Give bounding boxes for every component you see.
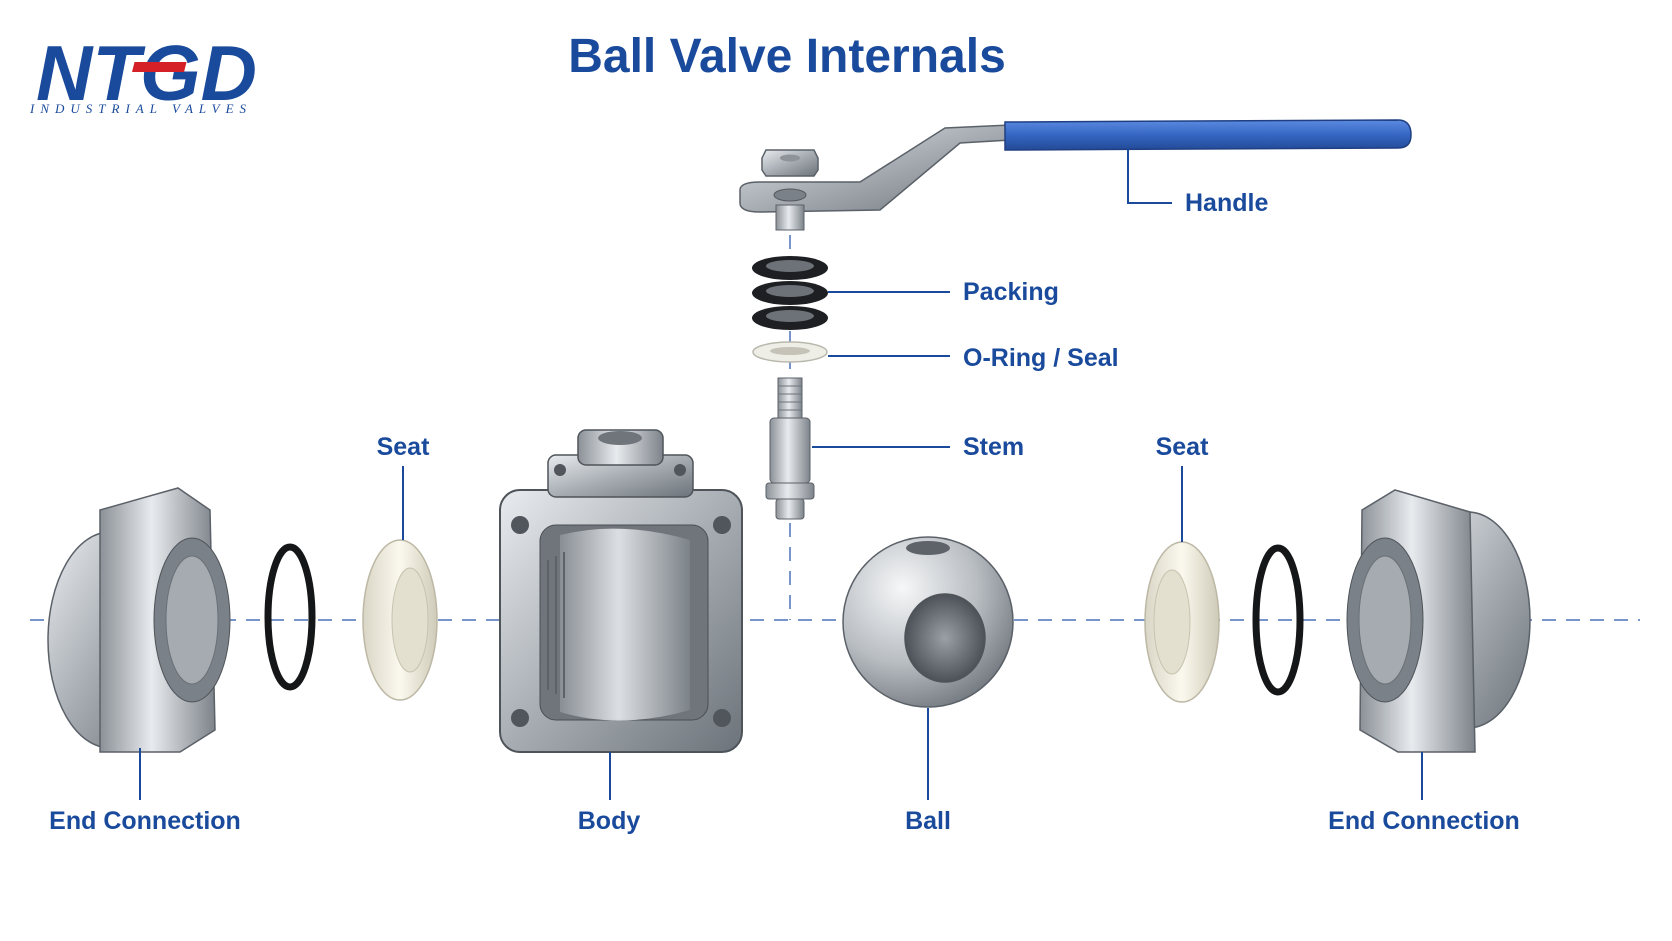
label-seat-left: Seat (377, 433, 430, 461)
seat-left-part (362, 539, 438, 701)
stem-shaft (769, 417, 811, 484)
part-labels: Handle Packing O-Ring / Seal Stem Seat S… (49, 189, 1520, 835)
logo-red-accent (132, 62, 187, 72)
packing-ring-bore (766, 310, 814, 322)
label-packing: Packing (963, 278, 1059, 306)
bolt-hole (713, 709, 731, 727)
end-connection-thread (165, 555, 219, 685)
seat-bore-left (391, 567, 429, 673)
ball-stem-slot (906, 541, 950, 555)
lever-hole (773, 188, 807, 202)
stem-tang (775, 498, 805, 520)
label-handle: Handle (1185, 189, 1268, 217)
ball-bore (904, 593, 986, 683)
label-body: Body (578, 807, 641, 835)
packing-part (752, 256, 828, 330)
label-seat-right: Seat (1156, 433, 1209, 461)
oring-bore (770, 347, 810, 355)
body-inner-bore (560, 528, 690, 721)
leader-lines (139, 148, 1423, 800)
label-end-connection-left: End Connection (49, 807, 241, 835)
bolt-hole (511, 709, 529, 727)
body-stem-bore (598, 431, 642, 445)
ball-part (842, 536, 1014, 708)
seat-bore-right (1153, 569, 1191, 675)
label-ball: Ball (905, 807, 951, 835)
stem-threaded-top (777, 377, 803, 419)
logo-tagline: INDUSTRIAL VALVES (29, 101, 252, 116)
body-threads (547, 552, 565, 698)
bolt-hole (511, 516, 529, 534)
page-title: Ball Valve Internals (568, 30, 1006, 83)
stem-part (765, 377, 815, 520)
oring-right (1252, 544, 1304, 696)
leader-handle (1127, 148, 1172, 204)
oring-part (752, 341, 828, 363)
handle-nut (761, 149, 819, 177)
label-end-connection-right: End Connection (1328, 807, 1520, 835)
stem-threads (778, 385, 802, 411)
body-part (499, 429, 743, 753)
end-connection-thread (1358, 555, 1412, 685)
brand-logo: NTGD INDUSTRIAL VALVES (29, 29, 257, 117)
label-oring: O-Ring / Seal (963, 344, 1119, 372)
handle-hub (775, 204, 805, 231)
packing-ring-bore (766, 260, 814, 272)
handle-part (739, 119, 1412, 231)
stem-collar (765, 482, 815, 500)
bolt-hole (713, 516, 731, 534)
packing-ring-bore (766, 285, 814, 297)
oring-left (264, 543, 316, 691)
logo-wordmark: NTGD (36, 29, 257, 117)
handle-grip (1004, 119, 1412, 151)
bolt-hole (674, 464, 686, 476)
end-connection-right (1346, 489, 1531, 753)
seat-right-part (1144, 541, 1220, 703)
nut-bore (780, 154, 800, 162)
label-stem: Stem (963, 433, 1024, 461)
end-connection-left (47, 487, 231, 753)
bolt-hole (554, 464, 566, 476)
